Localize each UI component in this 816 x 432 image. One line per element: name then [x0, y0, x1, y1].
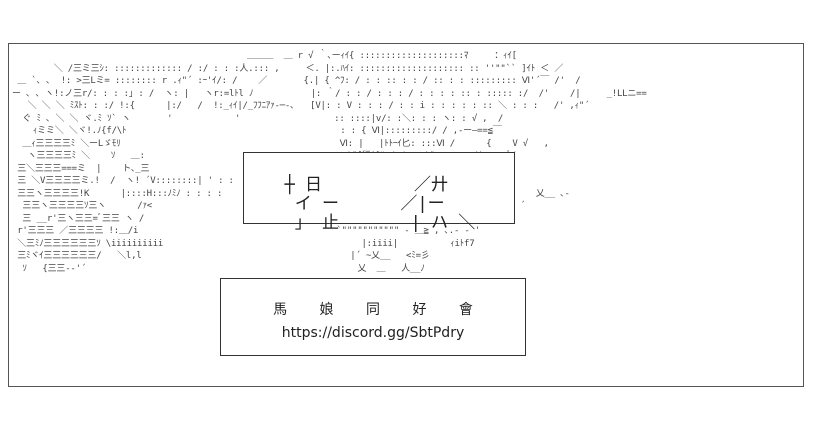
- sign-glyphs: ┼ 日 ／廾 イ ー ／|ー 」 止 | ハ ＼: [284, 175, 476, 233]
- invite-link[interactable]: https://discord.gg/SbtPdry: [281, 325, 465, 341]
- ascii-art-frame: [8, 43, 804, 387]
- invite-panel: 馬 娘 同 好 會 https://discord.gg/SbtPdry: [220, 278, 526, 356]
- sign-panel: ┼ 日 ／廾 イ ー ／|ー 」 止 | ハ ＼: [243, 152, 515, 233]
- ascii-art: ＿＿＿ ＿ r √ ｀､ーｨｲ{ ::::::::::::::::::::ﾏ ：…: [12, 51, 647, 274]
- club-name: 馬 娘 同 好 會: [273, 302, 487, 318]
